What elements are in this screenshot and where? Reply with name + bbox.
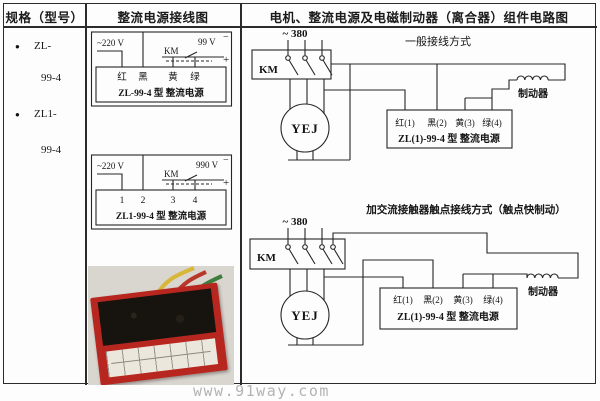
- dc-output-label: 990 V: [196, 160, 219, 170]
- header-divider: [3, 26, 597, 28]
- watermark: www.91way.com: [193, 382, 330, 400]
- column-divider-1: [85, 3, 87, 385]
- terminal-label: 红(1): [395, 117, 415, 128]
- rectifier-caption: ZL(1)-99-4 型 整流电源: [397, 310, 499, 323]
- plus-sign: +: [223, 54, 229, 66]
- supply-label: ~ 380: [283, 216, 308, 228]
- terminal-label: 绿: [190, 71, 200, 83]
- terminal-label: 4: [193, 196, 198, 206]
- terminal-label: 黑(2): [427, 118, 447, 128]
- km-label: KM: [259, 64, 279, 76]
- terminal-label: 绿(4): [482, 117, 502, 128]
- terminal-label: 3: [171, 196, 176, 206]
- brake-coil-symbol: [516, 75, 549, 81]
- terminal-label: 黄: [168, 71, 178, 83]
- terminal-label: 红: [117, 71, 127, 83]
- terminal-label: 黄(3): [453, 294, 473, 305]
- motor-label: YEJ: [291, 121, 319, 136]
- bullet-icon: ●: [15, 110, 20, 119]
- terminal-label: 黑(2): [423, 295, 443, 305]
- minus-sign: −: [223, 155, 229, 166]
- spec-model-1-line-2: 99-4: [41, 72, 62, 84]
- ac-input-label: ~220 V: [97, 38, 124, 48]
- rectifier-front-label: [105, 338, 219, 378]
- rectifier-box: [386, 109, 513, 149]
- terminal-label: 2: [141, 196, 146, 206]
- bullet-icon: ●: [15, 42, 20, 51]
- motor-symbol: [280, 290, 330, 340]
- rectifier-module-photo: [88, 266, 234, 385]
- brake-label: 制动器: [518, 87, 549, 100]
- ac-input-label: ~220 V: [97, 161, 124, 171]
- spec-model-1-line-1: ZL-: [34, 40, 52, 52]
- terminal-label: 绿(4): [483, 294, 503, 305]
- aux-contact-wire: [332, 232, 579, 279]
- column-divider-2: [240, 3, 242, 385]
- supply-label: ~ 380: [283, 28, 308, 40]
- rectifier-caption: ZL-99-4 型 整流电源: [118, 87, 204, 99]
- spec-model-2-line-2: 99-4: [41, 144, 62, 156]
- table-frame: [3, 3, 596, 384]
- spec-model-2-line-1: ZL1-: [34, 108, 57, 120]
- header-circuit: 电机、整流电源及电磁制动器（离合器）组件电路图: [269, 11, 569, 25]
- wiring-diagram-zl-99-4: ~220 V KM 99 V − + 红 黑 黄 绿 ZL-99-4 型 整流电…: [90, 31, 233, 107]
- rectifier-body-image: [90, 282, 228, 385]
- wiring-diagram-zl1-99-4: ~220 V KM 990 V − + 1 2 3 4 ZL1-99-4 型 整…: [90, 154, 233, 230]
- terminal-label: 1: [120, 196, 125, 206]
- terminal-label: 黑: [138, 72, 148, 83]
- brake-coil-symbol: [526, 273, 559, 279]
- rectifier-top-face: [97, 288, 217, 346]
- header-wiring: 整流电源接线图: [117, 11, 209, 25]
- motor-symbol: [280, 103, 330, 153]
- brake-label: 制动器: [528, 285, 559, 298]
- km-label: KM: [164, 46, 179, 56]
- header-spec: 规格（型号）: [5, 11, 84, 25]
- component-circuit-diagrams: ~ 380 一般接线方式 KM YEJ 红(1) 黑(2) 黄(3) 绿(4) …: [249, 28, 579, 346]
- km-label: KM: [164, 169, 179, 179]
- diagram-title: 加交流接触器触点接线方式（触点快制动）: [365, 203, 566, 216]
- rectifier-caption: ZL1-99-4 型 整流电源: [116, 210, 207, 222]
- plus-sign: +: [223, 177, 229, 189]
- km-contactor-box: [249, 238, 346, 270]
- rectifier-box: [379, 287, 518, 330]
- diagram-title: 一般接线方式: [405, 34, 471, 48]
- rectifier-caption: ZL(1)-99-4 型 整流电源: [398, 132, 500, 145]
- minus-sign: −: [223, 32, 229, 43]
- terminal-label: 黄(3): [455, 117, 475, 128]
- motor-label: YEJ: [291, 308, 319, 323]
- km-label: KM: [257, 252, 277, 264]
- terminal-label: 红(1): [393, 294, 413, 305]
- dc-output-label: 99 V: [198, 37, 216, 47]
